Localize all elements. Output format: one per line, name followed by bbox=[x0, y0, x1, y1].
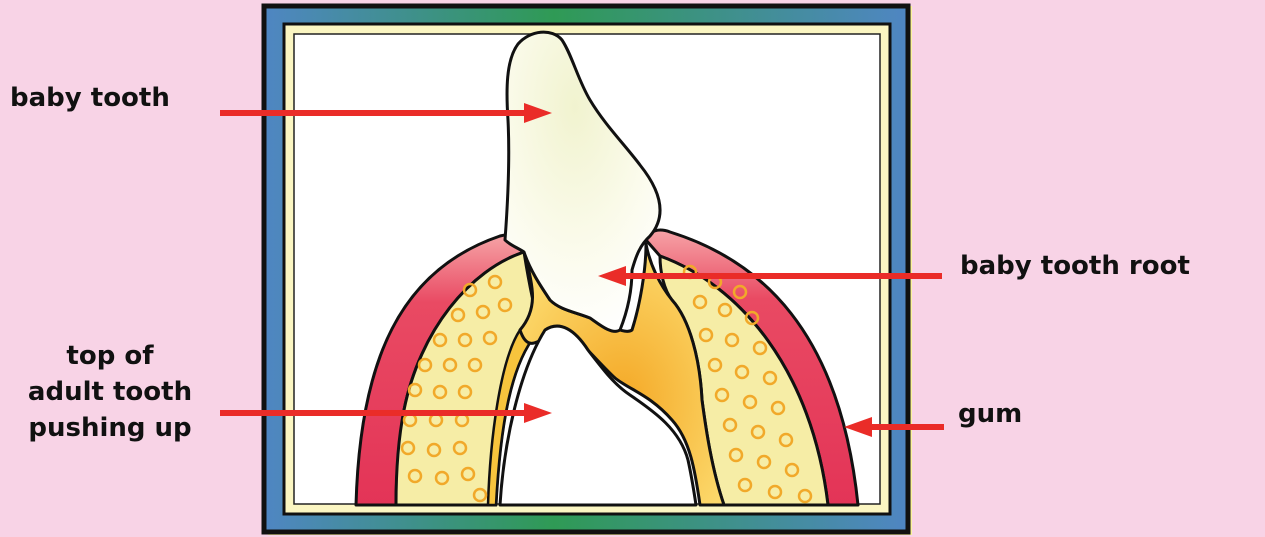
label-adult-line-2: adult tooth bbox=[6, 374, 214, 410]
label-adult-line-1: top of bbox=[6, 338, 214, 374]
label-adult-line-3: pushing up bbox=[6, 410, 214, 446]
label-baby-tooth-root: baby tooth root bbox=[960, 248, 1190, 284]
label-baby-tooth: baby tooth bbox=[10, 80, 170, 116]
label-gum: gum bbox=[958, 396, 1022, 432]
label-adult-tooth: top of adult tooth pushing up bbox=[6, 338, 214, 446]
